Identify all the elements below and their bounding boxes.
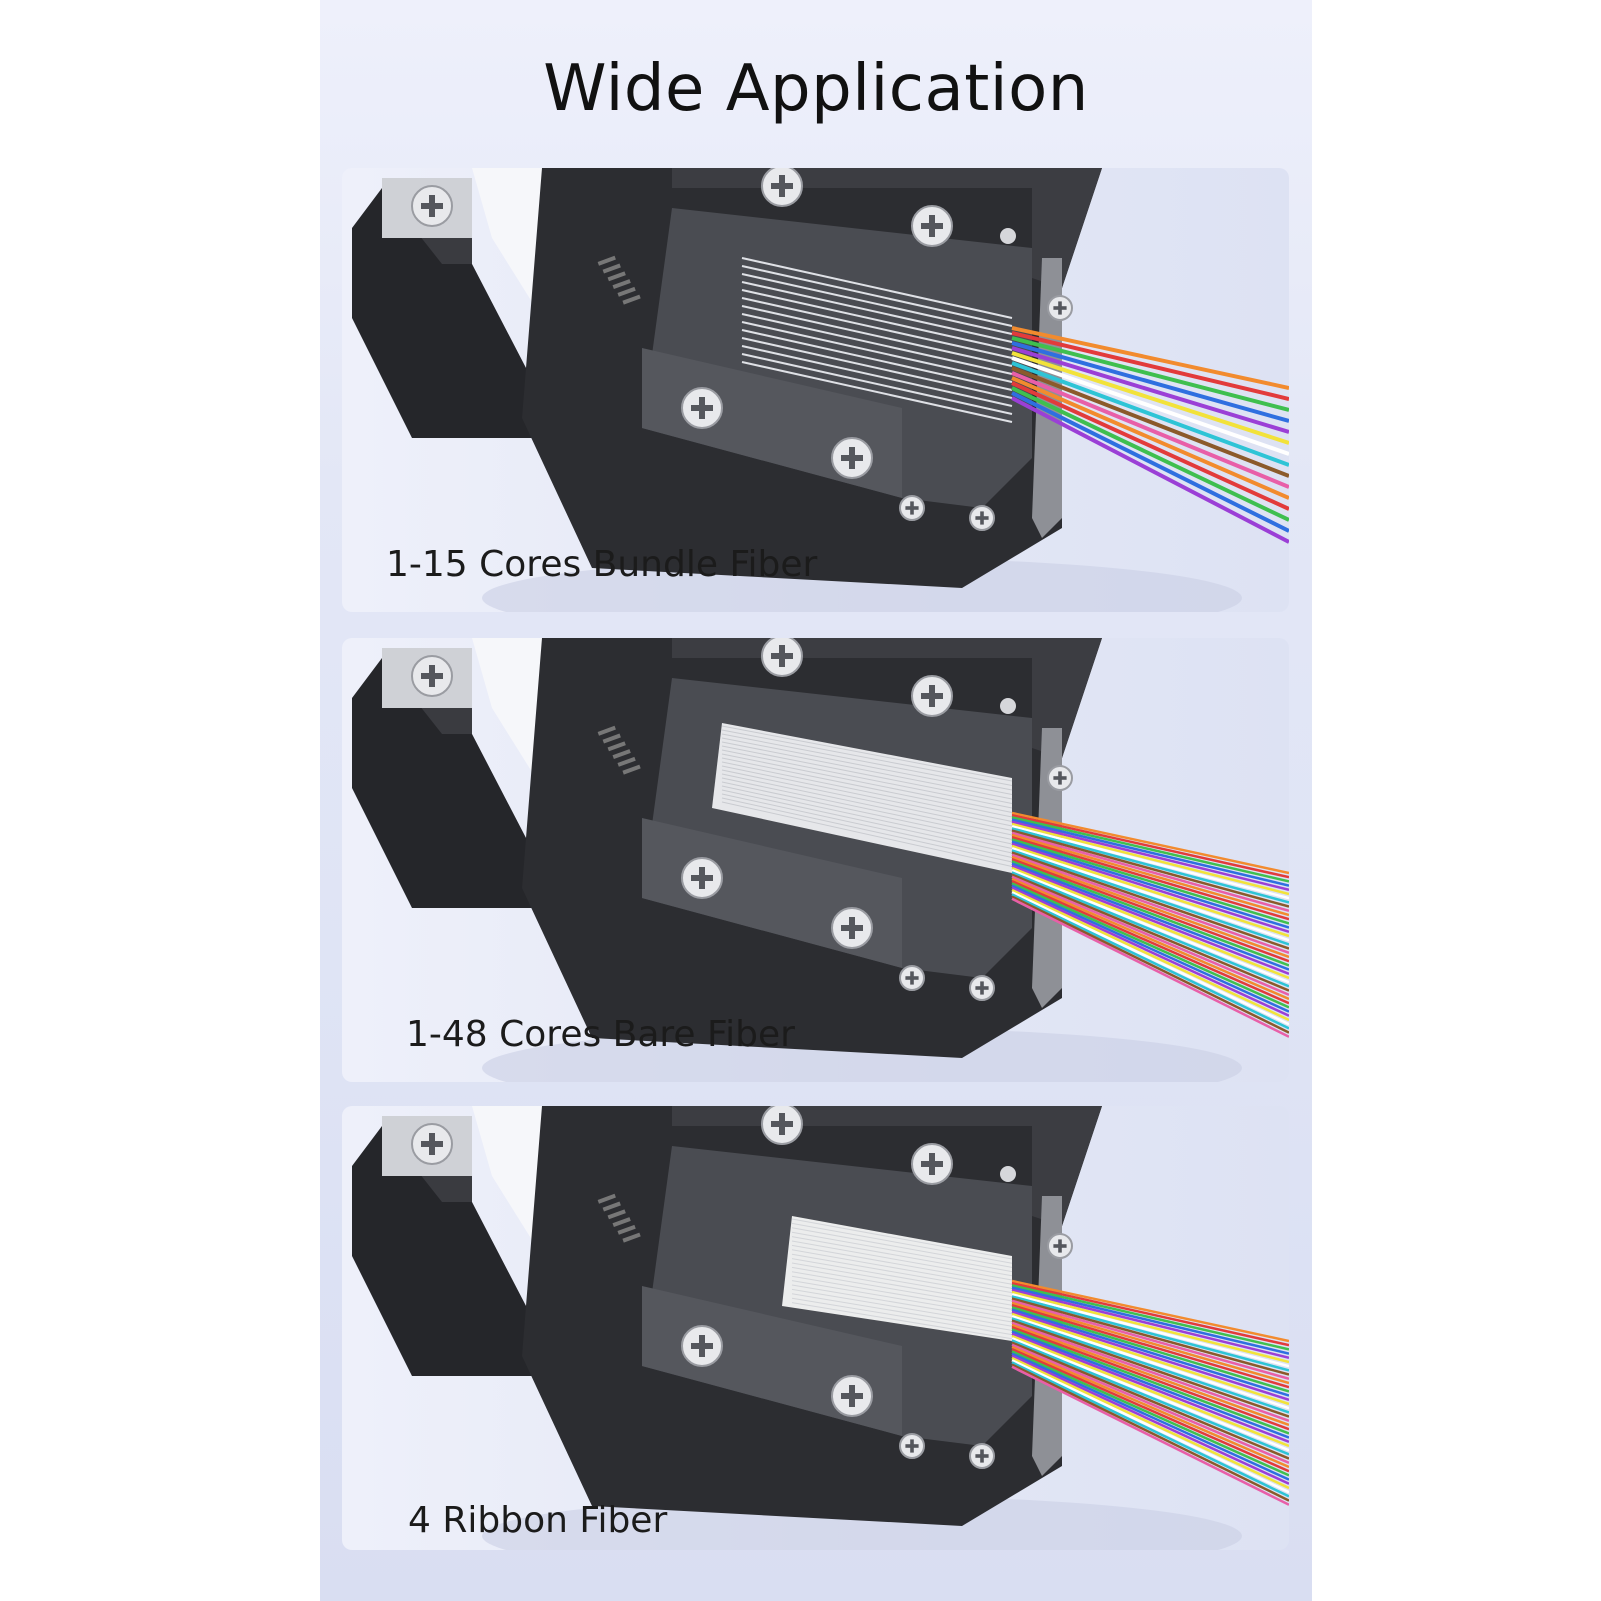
- screw-icon: [761, 638, 803, 677]
- pin-icon: [1000, 228, 1016, 244]
- device-arm: [352, 1126, 552, 1376]
- screw-icon: [411, 655, 453, 697]
- fiber-patch: [782, 1216, 1013, 1341]
- screw-icon: [831, 437, 873, 479]
- device-group: [352, 638, 1289, 1082]
- card-caption: 1-15 Cores Bundle Fiber: [386, 544, 818, 585]
- screw-icon: [1047, 1233, 1073, 1259]
- screw-icon: [681, 857, 723, 899]
- cleaver-device-image: [352, 168, 1289, 612]
- card-bundle-fiber: 1-15 Cores Bundle Fiber: [342, 168, 1289, 612]
- screw-icon: [969, 505, 995, 531]
- fiber-patch: [712, 723, 1013, 873]
- screw-icon: [411, 1123, 453, 1165]
- pin-icon: [1000, 698, 1016, 714]
- screw-icon: [899, 965, 925, 991]
- device-arm: [352, 658, 552, 908]
- page-title: Wide Application: [543, 52, 1089, 126]
- screw-icon: [831, 1375, 873, 1417]
- screw-icon: [1047, 295, 1073, 321]
- device-group: [352, 168, 1289, 612]
- card-caption: 1-48 Cores Bare Fiber: [406, 1014, 795, 1055]
- card-caption: 4 Ribbon Fiber: [408, 1500, 668, 1541]
- card-bare-fiber: 1-48 Cores Bare Fiber: [342, 638, 1289, 1082]
- pin-icon: [1000, 1166, 1016, 1182]
- fiber-bundle: [1011, 326, 1289, 544]
- screw-icon: [899, 1433, 925, 1459]
- card-ribbon-fiber: 4 Ribbon Fiber: [342, 1106, 1289, 1550]
- screw-icon: [899, 495, 925, 521]
- screw-icon: [761, 1106, 803, 1145]
- fiber-bundle: [1011, 811, 1289, 1038]
- fiber-patch: [741, 257, 1013, 423]
- screw-icon: [969, 975, 995, 1001]
- screw-icon: [911, 1143, 953, 1185]
- cleaver-device-image: [352, 1106, 1289, 1550]
- screw-icon: [411, 185, 453, 227]
- screw-icon: [761, 168, 803, 207]
- screw-icon: [681, 1325, 723, 1367]
- fiber-bundle: [1011, 1279, 1289, 1506]
- screw-icon: [969, 1443, 995, 1469]
- cleaver-device-image: [352, 638, 1289, 1082]
- screw-icon: [1047, 765, 1073, 791]
- screw-icon: [831, 907, 873, 949]
- screw-icon: [681, 387, 723, 429]
- device-arm: [352, 188, 552, 438]
- screw-icon: [911, 675, 953, 717]
- device-group: [352, 1106, 1289, 1550]
- screw-icon: [911, 205, 953, 247]
